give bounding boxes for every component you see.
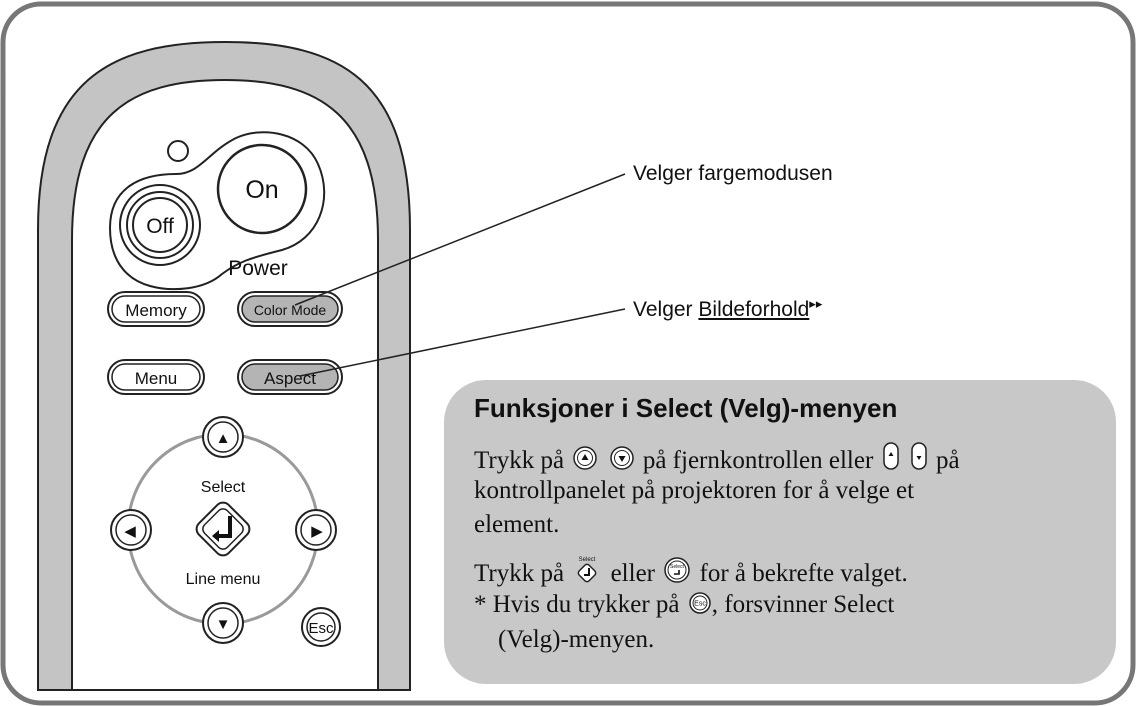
- indicator-led: [167, 140, 189, 162]
- aspect-caption: Velger Bildeforhold▸▸: [633, 296, 822, 322]
- memory-button-label: Memory: [125, 301, 187, 320]
- down-button[interactable]: ▼: [202, 602, 244, 644]
- up-button[interactable]: ▲: [202, 416, 244, 458]
- down-arrow-icon: ▼: [216, 616, 231, 633]
- aspect-callout-line: [299, 308, 626, 377]
- esc-button-label: Esc: [308, 620, 334, 637]
- select-enter-button[interactable]: [193, 499, 252, 558]
- line-menu-label: Line menu: [186, 571, 261, 588]
- info-line-6: (Velg)-menyen.: [498, 626, 655, 653]
- select-enter-icon: Select: [577, 557, 597, 583]
- info-box-title: Funksjoner i Select (Velg)-menyen: [474, 393, 898, 423]
- aspect-glossary-link[interactable]: Bildeforhold: [698, 298, 810, 321]
- info-text: for å bekrefte valget.: [699, 560, 908, 587]
- panel-up-button-icon: [882, 442, 899, 470]
- right-arrow-icon: ▶: [311, 523, 323, 540]
- info-text: på fjernkontrollen eller: [642, 447, 874, 474]
- info-line-3: element.: [474, 511, 560, 538]
- select-icon-caption: Select: [579, 557, 596, 563]
- info-text: Trykk på: [474, 560, 565, 587]
- on-button-label: On: [245, 176, 278, 204]
- menu-button[interactable]: Menu: [107, 359, 205, 395]
- aspect-button-label: Aspect: [264, 369, 316, 388]
- panel-down-button-icon: [911, 442, 927, 470]
- esc-button-icon: Esc: [689, 592, 711, 614]
- info-line-4: Trykk på Select eller Select for å bekre…: [474, 555, 908, 589]
- panel-select-icon-caption: Select: [670, 564, 685, 570]
- colormode-button[interactable]: Color Mode: [237, 291, 343, 327]
- down-button-icon: [609, 446, 634, 470]
- info-text: på: [936, 447, 960, 474]
- off-button[interactable]: Off: [119, 184, 201, 266]
- colormode-button-label: Color Mode: [254, 302, 327, 318]
- panel-select-icon: Select: [664, 557, 690, 583]
- on-button[interactable]: On: [216, 143, 308, 235]
- info-text: * Hvis du trykker på: [474, 591, 680, 618]
- power-label: Power: [228, 257, 288, 280]
- colormode-callout-line: [294, 173, 626, 306]
- up-button-icon: [573, 446, 598, 470]
- select-label: Select: [201, 479, 246, 496]
- off-button-label: Off: [146, 215, 174, 238]
- info-text: Trykk på: [474, 447, 565, 474]
- power-group-outline: [108, 131, 326, 291]
- info-box: [444, 380, 1116, 684]
- left-button[interactable]: ◀: [110, 509, 152, 551]
- info-line-5: * Hvis du trykker på Esc , forsvinner Se…: [474, 590, 894, 620]
- colormode-caption: Velger fargemodusen: [633, 162, 833, 185]
- right-button[interactable]: ▶: [295, 509, 337, 551]
- memory-button[interactable]: Memory: [107, 291, 205, 327]
- menu-button-label: Menu: [135, 369, 178, 388]
- info-line-2: kontrollpanelet på projektoren for å vel…: [474, 477, 915, 504]
- aspect-caption-prefix: Velger: [633, 298, 699, 321]
- info-text: , forsvinner Select: [711, 591, 895, 618]
- info-text: eller: [610, 560, 655, 587]
- info-line-1: Trykk på på fjernkontrollen eller på: [474, 441, 960, 476]
- up-arrow-icon: ▲: [216, 430, 231, 447]
- aspect-button[interactable]: Aspect: [237, 359, 343, 395]
- enter-arrow-icon: [215, 516, 232, 538]
- esc-icon-caption: Esc: [694, 601, 706, 608]
- esc-button[interactable]: Esc: [301, 607, 341, 647]
- glossary-marker-icon: ▸▸: [809, 296, 823, 311]
- left-arrow-icon: ◀: [124, 523, 136, 540]
